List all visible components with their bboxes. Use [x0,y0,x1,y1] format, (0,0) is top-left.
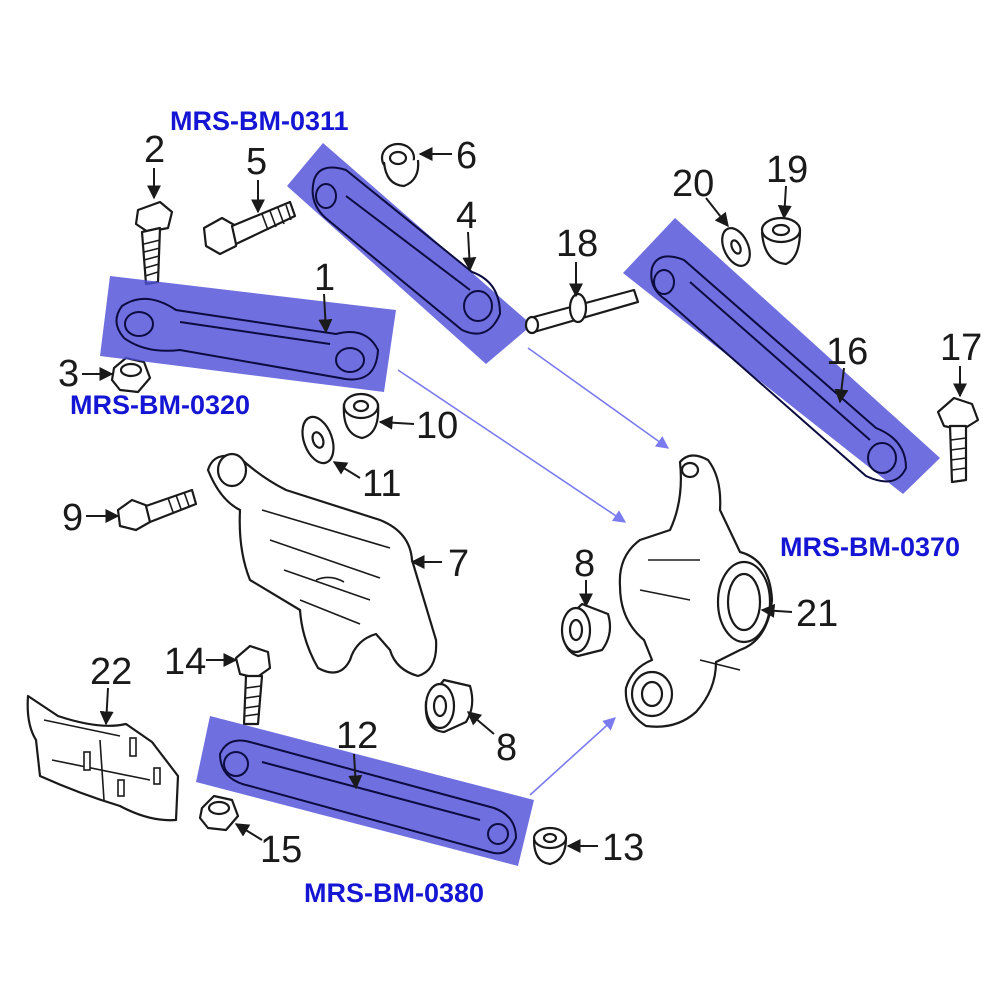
callout-15: 15 [260,829,302,871]
callout-10: 10 [416,405,458,447]
subframe-part-7 [206,452,438,678]
callout-20: 20 [672,163,714,205]
connector-line-0380 [529,717,616,796]
callout-11: 11 [362,463,401,505]
highlight-mrs-bm-0370 [623,218,940,494]
control-arm-part-1 [100,276,396,392]
control-arm-part-12 [196,716,534,866]
leader-arrow-16 [834,367,849,404]
callout-9: 9 [62,497,83,539]
part-code-mrs-bm-0370: MRS-BM-0370 [780,532,960,562]
callout-8-upper: 8 [574,543,595,585]
callout-2: 2 [144,129,165,171]
control-arm-part-16 [623,218,940,494]
callout-22: 22 [90,651,132,693]
bolt-part-14 [234,644,272,726]
bushing-part-8-upper [560,602,612,658]
leader-arrow-21 [760,603,793,618]
callout-3: 3 [58,353,79,395]
part-code-mrs-bm-0380: MRS-BM-0380 [304,878,484,908]
part-code-labels: MRS-BM-0311 MRS-BM-0320 MRS-BM-0370 MRS-… [70,106,960,908]
leader-arrow-22 [99,687,114,726]
callout-21: 21 [796,593,838,635]
bolt-part-2 [134,200,174,286]
leader-arrow-1 [318,293,333,334]
callout-7: 7 [448,543,469,585]
nut-part-3 [110,356,152,394]
callout-18: 18 [556,223,598,265]
bushing-part-10 [342,392,380,440]
bolt-part-5 [202,200,297,256]
bolt-part-18 [524,288,640,335]
leader-arrow-19 [777,185,792,220]
connector-line-0320 [397,369,627,523]
bushing-part-8-lower [424,678,474,734]
callout-5: 5 [246,141,267,183]
leader-arrow-8-lower [466,711,495,735]
highlight-mrs-bm-0380 [196,716,534,866]
leader-arrow-10 [378,415,415,430]
highlight-mrs-bm-0320 [100,276,396,392]
callout-6: 6 [456,135,477,177]
connector-lines [397,347,670,796]
control-arm-part-4 [287,143,532,364]
leader-arrow-4 [462,231,477,272]
part-code-mrs-bm-0311: MRS-BM-0311 [170,106,349,136]
knuckle-part-21 [618,454,774,728]
leader-arrows [82,147,967,853]
callout-4: 4 [456,195,477,237]
bolt-part-9 [116,488,198,532]
callout-numbers: 2 5 6 4 1 3 18 20 19 16 17 10 11 9 7 8 2… [58,129,982,871]
callout-16: 16 [826,331,868,373]
callout-17: 17 [940,327,982,369]
bolt-part-17 [936,396,980,484]
callout-14: 14 [164,641,206,683]
callout-12: 12 [336,715,378,757]
bushing-part-19 [760,216,802,266]
bushing-part-13 [532,826,568,866]
leader-arrow-11 [332,461,361,479]
bracket-part-22 [26,694,180,822]
nut-part-15 [198,794,240,832]
connector-line-0311 [527,347,670,449]
leader-arrow-15 [234,823,263,841]
bushing-part-6 [380,142,420,188]
callout-19: 19 [766,149,808,191]
leader-arrow-12 [348,753,363,790]
callout-8-lower: 8 [496,727,517,769]
part-code-mrs-bm-0320: MRS-BM-0320 [70,390,250,420]
leader-arrow-20 [705,197,729,228]
washer-part-11 [301,415,335,465]
callout-1: 1 [314,257,335,299]
callout-13: 13 [602,827,644,869]
washer-part-20 [721,227,751,267]
